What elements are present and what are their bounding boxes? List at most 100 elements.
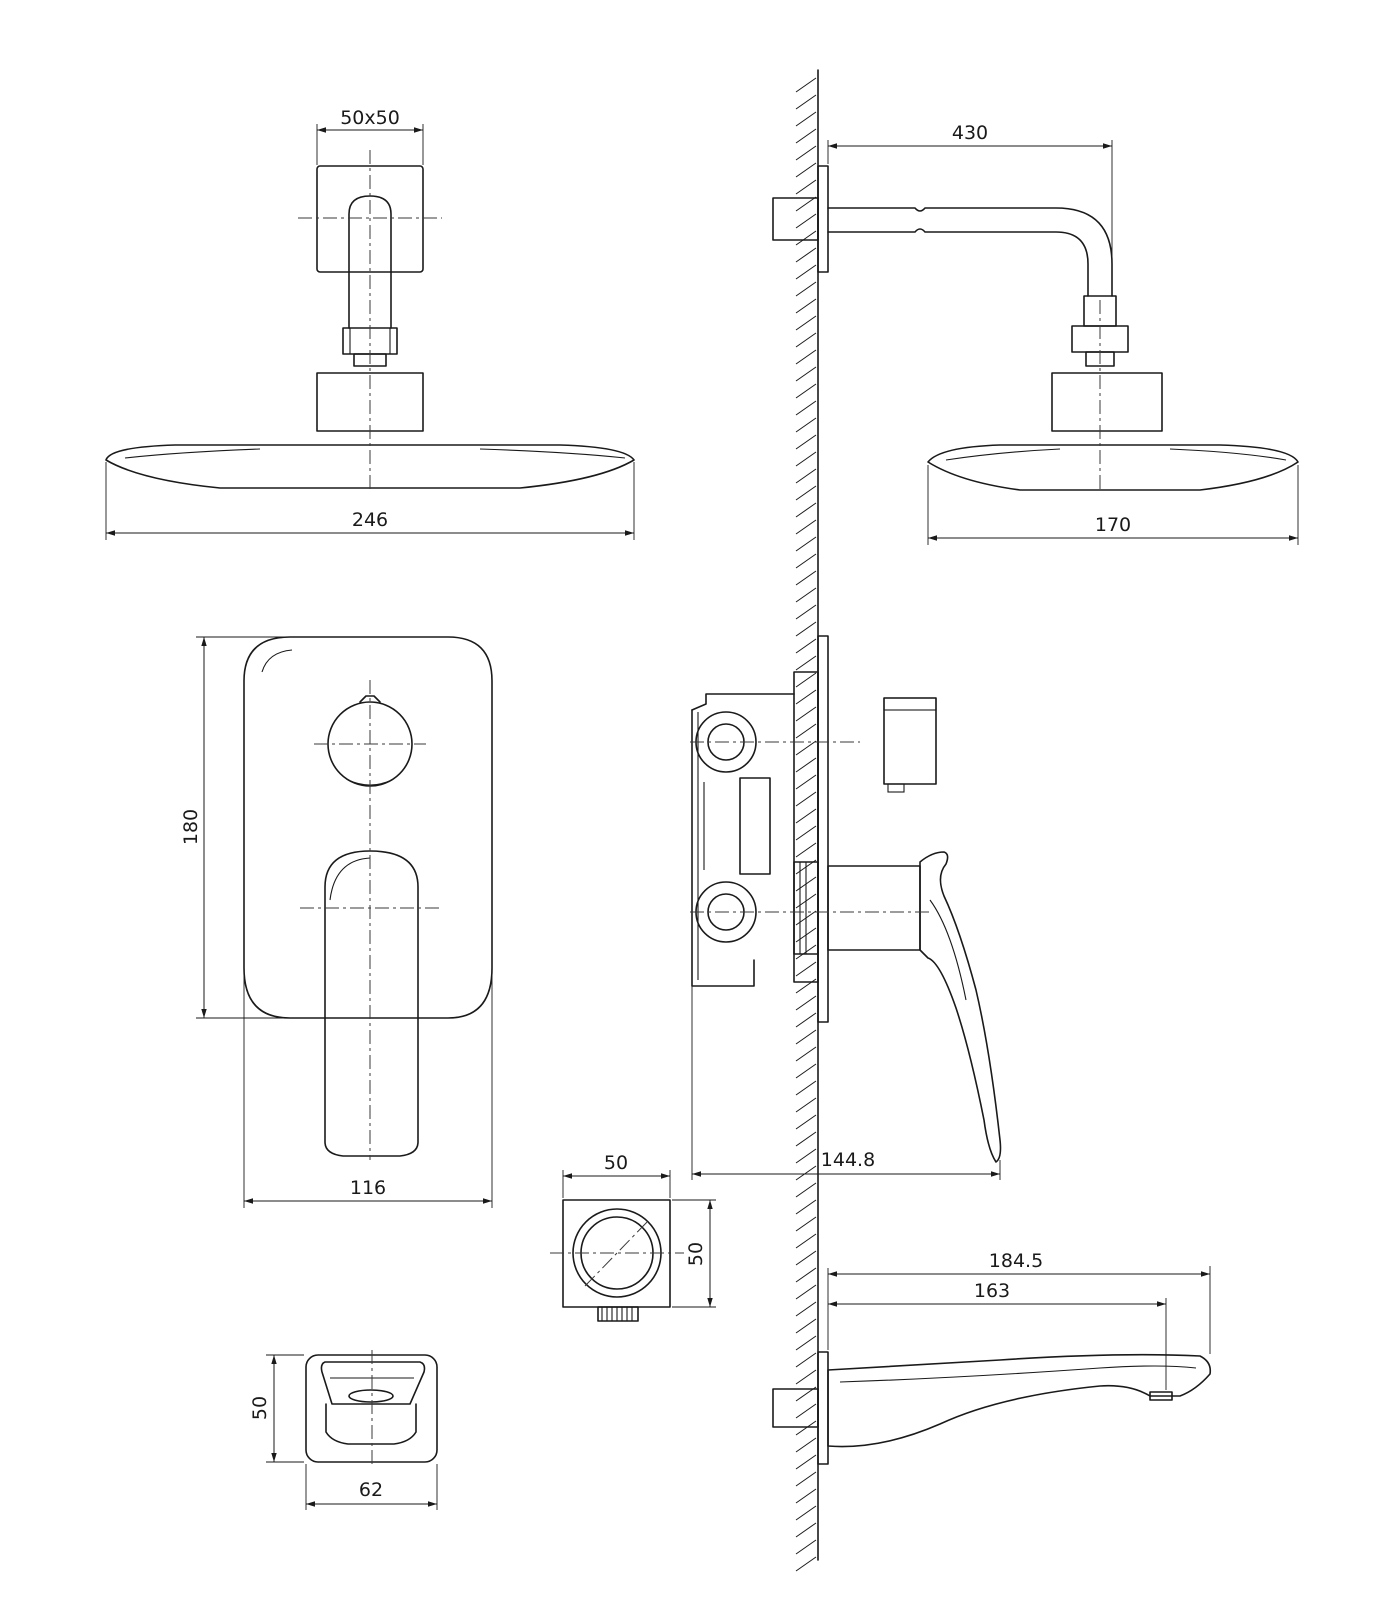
wall-hatch-line (795, 961, 817, 977)
wall-hatch-line (795, 655, 817, 671)
in-wall-box (793, 671, 819, 983)
dim-mixer-projection: 144.8 (821, 1149, 875, 1171)
wall-hatch-line (795, 706, 817, 722)
wall-hatch-line (795, 1335, 817, 1351)
arm-flange-side (817, 165, 829, 273)
wall-hatch-line (795, 604, 817, 620)
arm-flange-front (316, 165, 424, 273)
dim-spout-outlet-length: 163 (974, 1280, 1010, 1302)
dim-mixer-plate-width: 116 (350, 1177, 386, 1199)
wall-hatch-line (795, 1165, 817, 1181)
wall-hatch-line (795, 128, 817, 144)
wall-hatch-line (795, 519, 817, 535)
wall-hatch-line (795, 298, 817, 314)
wall-outlet-front-view: 50 50 (550, 1152, 716, 1322)
wall-hatch-line (795, 689, 817, 705)
wall-hatch-line (795, 196, 817, 212)
wall-hatch-line (795, 111, 817, 127)
wall-hatch-line (795, 400, 817, 416)
spout-body-side (827, 1353, 1212, 1448)
wall-hatch-line (795, 1505, 817, 1521)
wall-hatch-line (795, 825, 817, 841)
wall-hatch-line (795, 1029, 817, 1045)
dim-spout-front-height: 50 (249, 1396, 271, 1420)
wall-hatch-line (795, 145, 817, 161)
wall-hatch-line (795, 485, 817, 501)
wall-hatch-line (795, 281, 817, 297)
wall-hatch-line (795, 553, 817, 569)
spout-mouth-front (320, 1361, 426, 1405)
wall-hatch-line (795, 587, 817, 603)
wall-hatch-line (795, 1437, 817, 1453)
mixer-front-view: 180 116 (180, 636, 493, 1208)
wall-hatch-line (795, 349, 817, 365)
wall-hatch-line (795, 774, 817, 790)
wall-hatch-line (795, 1114, 817, 1130)
dim-head-side-width: 170 (1095, 514, 1131, 536)
wall-hatch-line (795, 1131, 817, 1147)
wall-hatch-line (795, 995, 817, 1011)
wall-hatch-line (795, 77, 817, 93)
mixer-lever-side (919, 851, 1002, 1163)
wall-hatch-line (795, 1488, 817, 1504)
wall-hatch-line (795, 451, 817, 467)
wall-hatch-line (795, 247, 817, 263)
wall-hatch-line (795, 1522, 817, 1538)
mixer-lever-front (324, 850, 419, 1157)
shower-head-front-view: 50x50 246 (105, 107, 635, 540)
rain-head-side (927, 444, 1299, 491)
spout-connector-side (772, 1388, 819, 1428)
mixer-side-view: 144.8 (690, 635, 1002, 1180)
wall-hatch-line (795, 1216, 817, 1232)
wall-hatch-line (795, 366, 817, 382)
wall-hatch-line (795, 213, 817, 229)
wall-hatch-line (795, 1352, 817, 1368)
wall-hatch-line (795, 1301, 817, 1317)
dim-spout-total-length: 184.5 (989, 1250, 1043, 1272)
wall-hatch-line (795, 1063, 817, 1079)
shower-head-side-view: 430 170 (772, 122, 1299, 545)
mixer-cover-plate (243, 636, 493, 1019)
diverter-knob-side (883, 697, 937, 785)
dim-arm-projection: 430 (952, 122, 988, 144)
wall-hatch-line (795, 536, 817, 552)
wall-hatch-line (795, 1148, 817, 1164)
wall-hatch-line (795, 1556, 817, 1572)
wall-hatch-line (795, 1250, 817, 1266)
spout-front-view: 50 62 (249, 1350, 438, 1510)
wall-hatch-line (795, 638, 817, 654)
wall-hatch-line (795, 672, 817, 688)
mixer-plate-side (817, 635, 829, 1023)
wall-hatch-line (795, 757, 817, 773)
wall-hatch-line (795, 417, 817, 433)
wall-hatch-line (795, 1420, 817, 1436)
wall-hatch-line (795, 1267, 817, 1283)
wall-hatch-line (795, 1284, 817, 1300)
wall-hatch-line (795, 1097, 817, 1113)
dim-head-front-width: 246 (352, 509, 388, 531)
wall-hatch-line (795, 1233, 817, 1249)
spout-side-view: 184.5 163 (772, 1250, 1212, 1465)
wall-hatch-line (795, 1080, 817, 1096)
dim-spout-front-width: 62 (359, 1479, 383, 1501)
mixer-cartridge-body (827, 865, 921, 951)
wall-hatch-line (795, 1403, 817, 1419)
wall-hatch-line (795, 434, 817, 450)
head-body-side (1051, 372, 1163, 432)
wall-hatch-line (795, 791, 817, 807)
wall-hatch-line (795, 978, 817, 994)
wall-hatch-line (795, 264, 817, 280)
wall-hatch-line (795, 1369, 817, 1385)
wall-hatch-line (795, 502, 817, 518)
dim-arm-flange: 50x50 (340, 107, 400, 129)
wall-hatch-line (795, 1012, 817, 1028)
wall-section (795, 69, 819, 1572)
wall-hatch-line (795, 808, 817, 824)
wall-hatch-line (795, 162, 817, 178)
wall-hatch-line (795, 723, 817, 739)
spout-plate-side (817, 1351, 829, 1465)
wall-hatch-line (795, 1454, 817, 1470)
wall-hatch-line (795, 1199, 817, 1215)
